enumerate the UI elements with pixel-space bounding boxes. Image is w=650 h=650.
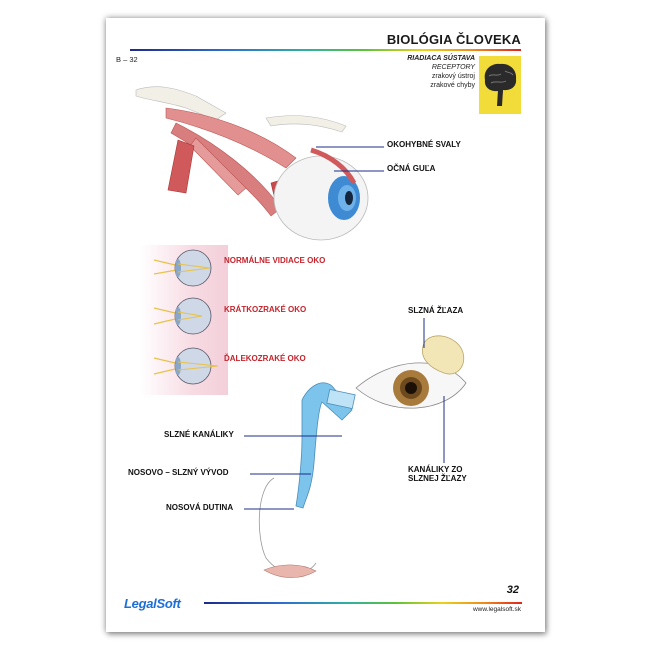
label-gland-canals: KANÁLIKY ZO SLZNEJ ŽĽAZY [408,465,467,483]
label-nasolacrimal-duct: NOSOVO – SLZNÝ VÝVOD [128,468,229,477]
tear-apparatus-illustration [258,335,467,578]
page-title: BIOLÓGIA ČLOVEKA [386,32,521,47]
page-sheet: BIOLÓGIA ČLOVEKA B – 32 RIADIACA SÚSTAVA… [106,18,545,632]
label-normal-eye: NORMÁLNE VIDIACE OKO [224,256,326,265]
brain-icon [484,63,517,106]
label-gland-canals-line2: SLZNEJ ŽĽAZY [408,474,467,483]
footer-rule [204,602,522,604]
label-eyeball: OČNÁ GUĽA [387,164,436,173]
page-code: B – 32 [116,55,138,64]
footer-url: www.legalsoft.sk [472,606,521,613]
label-tear-gland: SLZNÁ ŽĽAZA [408,306,464,315]
topic-line1: zrakový ústroj [431,73,475,80]
label-eye-muscles: OKOHYBNÉ SVALY [387,140,461,149]
page-number: 32 [506,584,519,596]
label-hyperopic-eye: ĎALEKOZRAKÉ OKO [224,354,306,363]
eyeball-illustration [135,86,369,241]
topic-line2: zrakové chyby [430,82,475,89]
label-tear-canals: SLZNÉ KANÁLIKY [164,430,234,439]
header-rule [130,49,521,51]
label-nasal-cavity: NOSOVÁ DUTINA [166,503,234,512]
topic-sub: RECEPTORY [431,64,475,71]
label-gland-canals-line1: KANÁLIKY ZO [408,465,463,474]
topic-block: RIADIACA SÚSTAVA RECEPTORY zrakový ústro… [407,54,475,90]
topic-system: RIADIACA SÚSTAVA [407,55,475,62]
brain-badge [479,56,521,114]
label-myopic-eye: KRÁTKOZRAKÉ OKO [224,305,307,314]
legalsoft-logo: LegalSoft [124,596,181,611]
vision-diagrams [153,249,219,385]
illustration-layer [135,86,467,578]
